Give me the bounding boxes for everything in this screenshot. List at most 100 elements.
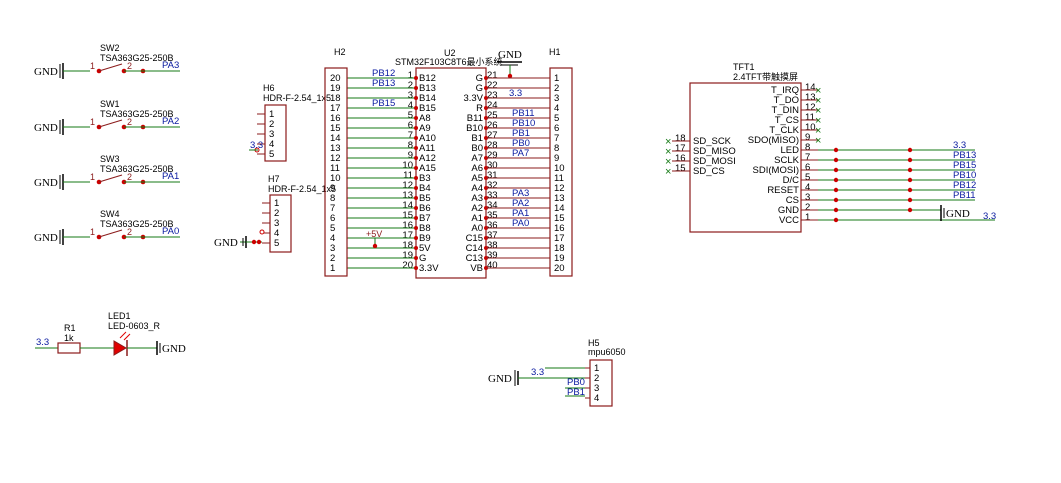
u2-right-pin-num: 30 xyxy=(487,160,498,171)
tft-pin-name: GND xyxy=(778,205,799,216)
u2-right-pin-num: 25 xyxy=(487,110,498,121)
r1-value: 1k xyxy=(64,333,74,343)
u2-right-pin-name: A1 xyxy=(471,213,483,224)
h2pins-pin-label: 4 xyxy=(330,233,335,244)
u2-right-pin-num: 38 xyxy=(487,240,498,251)
u2-left-pin-name: B4 xyxy=(419,183,431,194)
switch-pin-1: 1 xyxy=(90,61,95,71)
tft-sd-pin-name: SD_MOSI xyxy=(693,156,736,167)
u2-left-pin-name: B6 xyxy=(419,203,431,214)
led1-gnd-label: GND xyxy=(162,343,186,355)
u2-right-net-label: PA3 xyxy=(512,188,529,199)
h7pins-pin-label: 5 xyxy=(274,238,279,249)
h7pins-pin-label: 1 xyxy=(274,198,279,209)
u2-right-net-label: PB11 xyxy=(512,108,535,119)
tft-net-label: PB13 xyxy=(953,150,976,161)
u2-left-pin-name: A10 xyxy=(419,133,436,144)
h7pins-pin-label: 2 xyxy=(274,208,279,219)
u2-right-pin-num: 39 xyxy=(487,250,498,261)
h1pins-pin-label: 14 xyxy=(554,203,565,214)
h2pins-pin-label: 13 xyxy=(330,143,341,154)
u2-left-pin-num: 16 xyxy=(402,220,413,231)
u2-left-pin-num: 8 xyxy=(408,140,413,151)
switch-ref: SW4 xyxy=(100,209,120,219)
h2-ref: H2 xyxy=(334,47,346,57)
u2-left-pin-num: 14 xyxy=(402,200,413,211)
switch-gnd-label: GND xyxy=(34,232,58,244)
u2-left-pin-num: 5 xyxy=(408,110,413,121)
u2-right-pin-name: B10 xyxy=(466,123,483,134)
tft-pin-num: 1 xyxy=(805,212,810,223)
no-connect-mark: × xyxy=(665,156,671,168)
switch-part: TSA363G25-250B xyxy=(100,219,174,229)
h1pins-pin-label: 11 xyxy=(554,173,564,184)
h5pins-pin-label: 1 xyxy=(594,363,599,374)
u2-left-net-label: PB13 xyxy=(372,78,395,89)
switch-net-label: PA0 xyxy=(162,226,179,237)
h1pins-pin-label: 1 xyxy=(554,73,559,84)
tft-pin-name: SCLK xyxy=(774,155,799,166)
u2-left-pin-num: 15 xyxy=(402,210,413,221)
h2pins-pin-label: 14 xyxy=(330,133,341,144)
h2pins-pin-label: 17 xyxy=(330,103,341,114)
u2-right-pin-name: R xyxy=(476,103,483,114)
u2-left-pin-num: 12 xyxy=(402,180,413,191)
tft-pin-num: 8 xyxy=(805,142,810,153)
switch-pin-1: 1 xyxy=(90,227,95,237)
u2-right-pin-name: B0 xyxy=(471,143,483,154)
tft-sd-pin-name: SD_MISO xyxy=(693,146,736,157)
u2-left-pin-num: 11 xyxy=(403,170,413,181)
h2pins-pin-label: 10 xyxy=(330,173,341,184)
u2-right-net-label: PA2 xyxy=(512,198,529,209)
u2-left-pin-name: B15 xyxy=(419,103,436,114)
h5-net-pb0: PB0 xyxy=(567,377,585,388)
u2-left-pin-num: 4 xyxy=(408,100,413,111)
h1pins-pin-label: 4 xyxy=(554,103,559,114)
u2-right-pin-name: C15 xyxy=(466,233,483,244)
tft-ref: TFT1 xyxy=(733,62,755,72)
u2-right-pin-name: G xyxy=(476,83,483,94)
h6pins-pin-label: 2 xyxy=(269,119,274,130)
h2pins-pin-label: 19 xyxy=(330,83,341,94)
h7pins-pin-label: 4 xyxy=(274,228,279,239)
u2-left-net-label: PB12 xyxy=(372,68,395,79)
switch-net-label: PA1 xyxy=(162,171,179,182)
u2-right-pin-name: G xyxy=(476,73,483,84)
h5-ref: H5 xyxy=(588,338,600,348)
h1pins-pin-label: 6 xyxy=(554,123,559,134)
u2-left-pin-name: A11 xyxy=(419,143,435,154)
mcu-u2: U2 STM32F103C8T6最小系统 B121B132B143B154A85… xyxy=(348,48,535,279)
h1pins-pin-label: 5 xyxy=(554,113,559,124)
u2-right-pin-name: A3 xyxy=(471,193,483,204)
tft-sd-pin-name: SD_CS xyxy=(693,166,725,177)
u2-right-net-label: PB1 xyxy=(512,128,530,139)
h1pins-pin-label: 16 xyxy=(554,223,565,234)
switch-part: TSA363G25-250B xyxy=(100,109,174,119)
switch-pin-1: 1 xyxy=(90,172,95,182)
u2-left-pin-num: 7 xyxy=(408,130,413,141)
h2pins-pin-label: 2 xyxy=(330,253,335,264)
u2-left-pin-name: A12 xyxy=(419,153,436,164)
h1pins-pin-label: 7 xyxy=(554,133,559,144)
u2-part: STM32F103C8T6最小系统 xyxy=(395,56,503,67)
h2pins-pin-label: 7 xyxy=(330,203,335,214)
u2-left-pin-num: 19 xyxy=(402,250,413,261)
u2-right-net-label: PA0 xyxy=(512,218,529,229)
switch-ref: SW2 xyxy=(100,43,120,53)
tft-sd-pin-num: 18 xyxy=(675,133,686,144)
u2-left-pin-name: A15 xyxy=(419,163,436,174)
u2-left-pin-name: B9 xyxy=(419,233,431,244)
tft-pin-name: CS xyxy=(786,195,799,206)
tft-pin-name: SDO(MISO) xyxy=(748,135,799,146)
switch-gnd-label: GND xyxy=(34,177,58,189)
u2-left-pin-name: 5V xyxy=(419,243,431,254)
h1pins-pin-label: 2 xyxy=(554,83,559,94)
tft-pin-name: T_DIN xyxy=(772,105,800,116)
u2-left-pin-name: B7 xyxy=(419,213,431,224)
h6pins-pin-label: 5 xyxy=(269,149,274,160)
tft-gnd-label: GND xyxy=(946,208,970,220)
h1pins-pin-label: 12 xyxy=(554,183,565,194)
